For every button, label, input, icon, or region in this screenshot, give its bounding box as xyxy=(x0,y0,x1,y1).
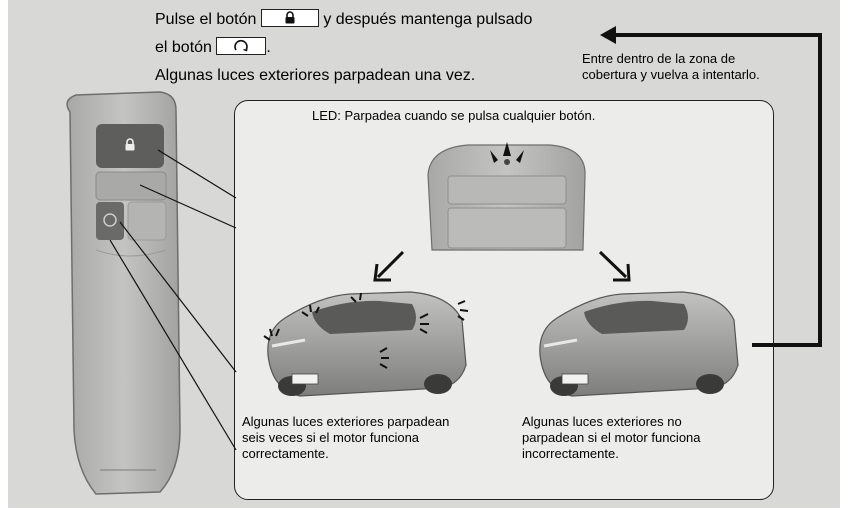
light-flash-icon xyxy=(263,292,469,369)
retry-note: Entre dentro de la zona de cobertura y v… xyxy=(582,51,760,83)
caption-line: incorrectamente. xyxy=(522,446,619,461)
instruction-line-1: Pulse el botón y después mantenga pulsad… xyxy=(155,8,533,30)
instruction-text: Pulse el botón xyxy=(155,11,257,28)
caption-line: parpadean si el motor funciona xyxy=(522,430,701,445)
callout-lines xyxy=(109,149,237,451)
failure-caption: Algunas luces exteriores no parpadean si… xyxy=(522,414,701,462)
instruction-text: . xyxy=(266,39,271,56)
remote-start-button-symbol xyxy=(216,36,267,55)
instruction-text: y después mantenga pulsado xyxy=(323,11,533,28)
car-lights-flashing xyxy=(267,291,467,397)
success-caption: Algunas luces exteriores parpadean seis … xyxy=(242,414,449,462)
lock-icon xyxy=(125,138,135,151)
retry-note-line: cobertura y vuelva a intentarlo. xyxy=(582,67,760,82)
instruction-text: el botón xyxy=(155,39,212,56)
caption-line: Algunas luces exteriores parpadean xyxy=(242,414,450,429)
remote-start-icon xyxy=(234,39,249,52)
fob-closeup xyxy=(427,144,586,251)
remote-start-icon xyxy=(103,213,117,227)
caption-line: seis veces si el motor funciona xyxy=(242,430,420,445)
led-flash-icon xyxy=(490,142,524,163)
branch-arrows xyxy=(373,250,631,282)
car-no-lights xyxy=(539,291,739,397)
lock-button-symbol xyxy=(260,8,319,27)
retry-note-line: Entre dentro de la zona de xyxy=(582,51,736,66)
fob-remote-start-button xyxy=(96,202,124,240)
caption-line: Algunas luces exteriores no xyxy=(522,414,682,429)
lock-icon xyxy=(285,11,295,24)
key-fob xyxy=(66,91,181,495)
led-label: LED: Parpadea cuando se pulsa cualquier … xyxy=(312,108,596,123)
caption-line: correctamente. xyxy=(242,446,329,461)
instruction-line-2: el botón . xyxy=(155,36,271,58)
retry-arrow xyxy=(600,26,822,347)
instruction-line-3: Algunas luces exteriores parpadean una v… xyxy=(155,67,476,84)
